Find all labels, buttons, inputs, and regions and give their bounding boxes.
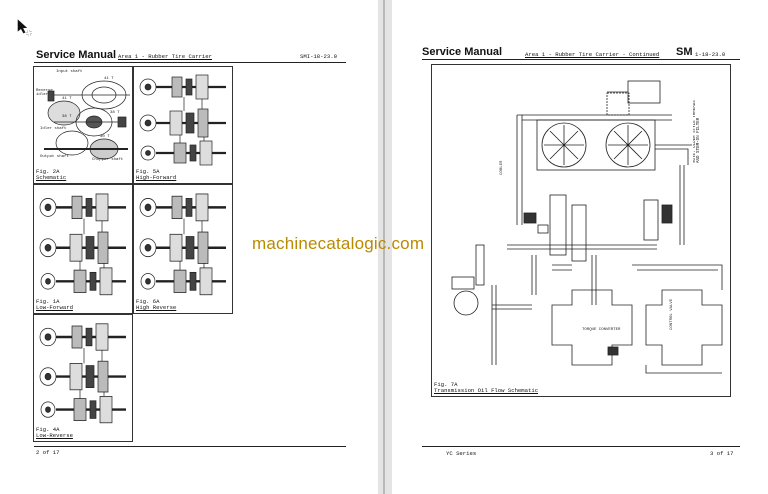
gear-train-drawing <box>139 193 226 296</box>
right-document-page: Service Manual Area 1 - Rubber Tire Carr… <box>392 0 768 494</box>
gear-train-drawing <box>39 193 126 296</box>
book-gutter <box>378 0 392 494</box>
label-idler-shaft: Idler shaft <box>40 127 67 131</box>
label-chopper-shaft: Chopper shaft <box>92 158 124 162</box>
footer-rule <box>422 446 740 447</box>
figure-caption: Fig. 7A Transmission Oil Flow Schematic <box>434 380 539 395</box>
figure-number: Fig. 5A <box>136 167 160 175</box>
header-rule <box>422 59 740 60</box>
page-header-code-prefix: SM <box>676 46 693 58</box>
page-header-code: SMI-18-23.0 <box>300 53 337 60</box>
figure-oil-flow-schematic: COOLER TORQUE CONVERTER CONTROL VALVE NO… <box>431 64 731 397</box>
gutter-divider <box>383 0 385 494</box>
oil-flow-schematic-drawing: COOLER TORQUE CONVERTER CONTROL VALVE <box>451 80 723 374</box>
transmission-schematic-drawing <box>44 80 130 160</box>
label-gear-41t-a: 41 T <box>62 97 72 101</box>
figure-low-reverse: Fig. 4A Low-Reverse <box>33 314 133 442</box>
label-gear-38t-b: 38 T <box>110 111 120 115</box>
page-number: 3 of 17 <box>710 450 734 457</box>
label-reverse-idler: Reverse idler <box>36 89 53 97</box>
figure-high-reverse: Fig. 6A High Reverse <box>133 184 233 314</box>
svg-text:COOLER: COOLER <box>500 160 504 175</box>
figure-number: Fig. 7A <box>434 380 458 388</box>
header-rule <box>34 62 346 63</box>
figure-caption: Fig. 5A High-Forward <box>136 167 177 182</box>
label-input-shaft: Input shaft <box>56 70 83 74</box>
page-header-title: Service Manual <box>36 49 117 61</box>
figure-caption: Fig. 2A Schematic <box>36 167 67 182</box>
figure-low-forward: Fig. 1A Low-Forward <box>33 184 133 314</box>
filter-style-note: NOTE: OLDER STYLE THREADS AND STEM-ON FI… <box>693 100 701 163</box>
figure-high-forward: Fig. 5A High-Forward <box>133 66 233 184</box>
gear-train-drawing <box>139 74 226 166</box>
figure-name: Low-Forward <box>36 304 73 312</box>
page-number: 2 of 17 <box>36 449 60 456</box>
figure-number: Fig. 4A <box>36 425 60 433</box>
label-gear-38t-a: 38 T <box>62 115 72 119</box>
page-header-subtitle: Area 1 - Rubber Tire Carrier <box>118 53 212 60</box>
svg-text:TORQUE CONVERTER: TORQUE CONVERTER <box>582 328 621 332</box>
figure-name: High-Forward <box>136 174 177 182</box>
page-header-subtitle: Area 1 - Rubber Tire Carrier - Continued <box>525 51 660 58</box>
left-document-page: Service Manual Area 1 - Rubber Tire Carr… <box>0 0 378 494</box>
page-header-title: Service Manual <box>422 46 503 58</box>
gear-train-drawing <box>39 323 126 424</box>
mouse-pointer-icon <box>17 19 32 36</box>
svg-text:CONTROL VALVE: CONTROL VALVE <box>670 298 674 330</box>
figure-caption: Fig. 6A High Reverse <box>136 297 177 312</box>
series-name: YC Series <box>446 450 477 457</box>
label-gear-30t: 30 T <box>100 135 110 139</box>
figure-number: Fig. 6A <box>136 297 160 305</box>
figure-schematic: Input shaft Reverse idler 41 T 41 T Idle… <box>33 66 133 184</box>
footer-rule <box>34 446 346 447</box>
figure-name: Schematic <box>36 174 67 182</box>
label-gear-41t-b: 41 T <box>104 77 114 81</box>
figure-number: Fig. 1A <box>36 297 60 305</box>
figure-name: Transmission Oil Flow Schematic <box>434 387 539 395</box>
figure-name: Low-Reverse <box>36 432 73 440</box>
figure-caption: Fig. 1A Low-Forward <box>36 297 73 312</box>
page-header-code: 1-18-23.0 <box>695 51 726 58</box>
figure-caption: Fig. 4A Low-Reverse <box>36 425 73 440</box>
figure-number: Fig. 2A <box>36 167 60 175</box>
label-output-shaft: Output shaft <box>40 155 69 159</box>
watermark-text: machinecatalogic.com <box>252 234 425 253</box>
figure-name: High Reverse <box>136 304 177 312</box>
